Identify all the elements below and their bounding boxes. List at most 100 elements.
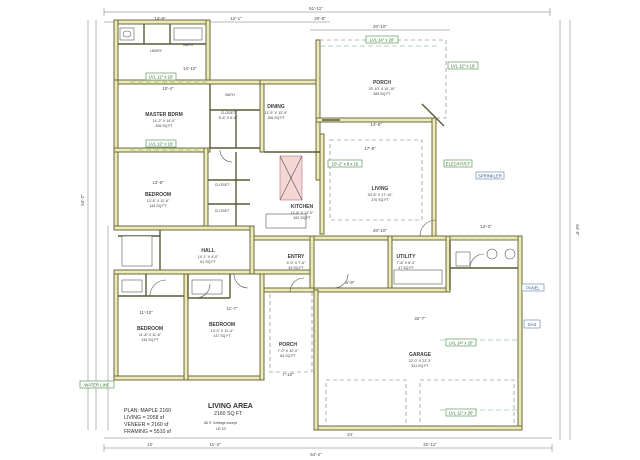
dim-mid-k: 5'-9" [346,280,355,285]
dim-mid-j: 20'-10" [373,228,387,233]
room-bedroom-nw-dims: 13'-8" X 11'-6" [147,199,170,203]
room-garage-dims: 22'-0" X 23'-3" [409,359,432,363]
room-master-area: 206 SQ FT [155,124,173,128]
room-dining-name: DINING [267,104,285,110]
dim-top-c: 20'-8" [314,16,326,21]
plan-framing: FRAMING = 5510 sf [124,429,171,435]
dim-mid-g: 14'-5" [370,122,382,127]
tag-lvl-2: LVL 12" x 16' [149,142,173,147]
room-porch-rear-dims: 20'-10" X 15'-10" [369,87,396,91]
dim-right-total: 64'-9" [575,224,580,236]
room-bedroom-sw-name: BEDROOM [137,326,163,332]
dim-top-total: 51'-11" [309,6,323,11]
plan-veneer: VENEER = 2160 sf [124,422,169,428]
area-value: 2160 SQ FT [214,411,243,417]
room-kitchen-area: 152 SQ FT [293,216,311,220]
dim-top-porch: 20'-10" [373,24,387,29]
dim-mid-i: 12'-3" [480,224,492,229]
room-living-area: 370 SQ FT [371,198,389,202]
room-kitchen-name: KITCHEN [291,204,314,210]
room-bath-name: BATH [183,43,193,47]
room-bedroom-s-dims: 13'-0" X 11'-4" [211,329,234,333]
room-bedroom-sw-dims: 11'-8" X 11'-6" [139,333,162,337]
room-utility-dims: 7'-8" X 6'-3" [397,261,416,265]
dim-mid-e: 32'-7" [414,316,426,321]
room-mbath-name: BATH [225,93,235,97]
room-closet3-name: CLOSET [215,209,230,213]
room-dining-dims: 11'-9" X 13'-9" [265,111,288,115]
room-bedroom-s-area: 147 SQ FT [213,334,231,338]
room-bedroom-nw-area: 144 SQ FT [149,204,167,208]
room-closet1-dims: 8'-6" X 6'-8" [219,116,238,120]
dim-mid-b: 10'-4" [162,86,174,91]
tags: LVL 14" x 20' LVL 12" x 16' LVL 12" x 16… [79,35,545,417]
tag-elec: ELEC/HT/CT [446,162,471,167]
room-porch-front-dims: 7'-0" X 12'-0" [278,349,299,353]
interior-lines [118,24,518,299]
dim-mid-d: 11'-10" [139,310,153,315]
dim-bottom-total: 64'-2" [310,452,322,457]
title-block: PLAN: MAPLE 2160 LIVING = 2058 sf VENEER… [124,403,253,435]
tag-lvl-3: LVL 12" x 16' [451,64,475,69]
room-entry-name: ENTRY [288,254,305,260]
dim-mid-c: 13'-8" [152,180,164,185]
dim-bottom-c: 32'-11" [423,442,437,447]
room-utility-area: 47 SQ FT [398,266,414,270]
room-garage-name: GARAGE [409,352,432,358]
plan-living: LIVING = 2058 sf [124,415,164,421]
room-living-dims: 20'-6" X 17'-10" [368,193,393,197]
dashed-outlines [269,39,515,427]
room-bedroom-nw-name: BEDROOM [145,192,171,198]
plan-title: PLAN: MAPLE 2160 [124,408,171,414]
tag-water-line: WATER LINE [84,383,109,388]
room-porch-rear-name: PORCH [373,80,391,86]
dim-mid-l: 7'-10" [282,372,294,377]
dim-bottom-a: 12' [147,442,153,447]
room-porch-front-name: PORCH [279,342,297,348]
room-porch-front-area: 84 SQ FT [280,354,296,358]
dim-mid-h: 11'-7" [226,306,238,311]
tag-gas: GAS [528,322,537,327]
room-porch-rear-area: 283 SQ FT [373,92,391,96]
tag-lvl-garage-2: LVL 12" x 20' [449,411,473,416]
room-kitchen-dims: 11'-8" X 13'-0" [291,211,314,215]
door-swings [149,149,485,299]
room-hall-name: HALL [201,248,214,254]
room-labels: PORCH 20'-10" X 15'-10" 283 SQ FT MASTER… [137,43,432,368]
room-laundry-name: LNDRY [150,49,163,53]
room-closet1-name: CLOSET [221,111,236,115]
room-living-name: LIVING [372,186,389,192]
tag-sprinkler: SPRINKLER [478,174,502,179]
room-dining-area: 155 SQ FT [267,116,285,120]
room-master-dims: 14'-2" X 14'-0" [153,119,176,123]
ceiling-note-1: All 9' Ceilings except [204,421,237,425]
tag-lvl-1: LVL 12" x 16' [149,75,173,80]
room-bedroom-sw-area: 134 SQ FT [141,338,159,342]
room-entry-dims: 5'-9" X 7'-6" [287,261,306,265]
room-master-name: MASTER BDRM [145,112,183,118]
dim-top-b: 12'-1" [230,16,242,21]
fixtures [119,27,516,295]
tag-ceiling-living: 10'-2" x 8 x 16 [332,162,359,167]
dim-bottom-d: 24' [347,432,353,437]
room-bedroom-s-name: BEDROOM [209,322,235,328]
room-entry-area: 43 SQ FT [288,266,304,270]
room-closet2-name: CLOSET [215,183,230,187]
walls [113,19,523,431]
room-hall-area: 61 SQ FT [200,260,216,264]
dim-top-a: 14'-9" [154,16,166,21]
tag-lvl-garage-1: LVL 14" x 20' [449,341,473,346]
tag-panel: PANEL [526,286,540,291]
dim-bottom-b: 11'-3" [209,442,221,447]
dim-mid-a: 14'-10" [183,66,197,71]
dim-left-total: 54'-2" [80,194,85,206]
tag-lvl-porch: LVL 14" x 20' [370,38,394,43]
room-garage-area: 511 SQ FT [411,364,429,368]
room-hall-dims: 14'-1" X 4'-0" [198,255,219,259]
room-utility-name: UTILITY [397,254,417,260]
ceiling-note-2: LR 10' [216,427,227,431]
area-label: LIVING AREA [208,403,253,410]
dim-mid-f: 17'-8" [364,146,376,151]
